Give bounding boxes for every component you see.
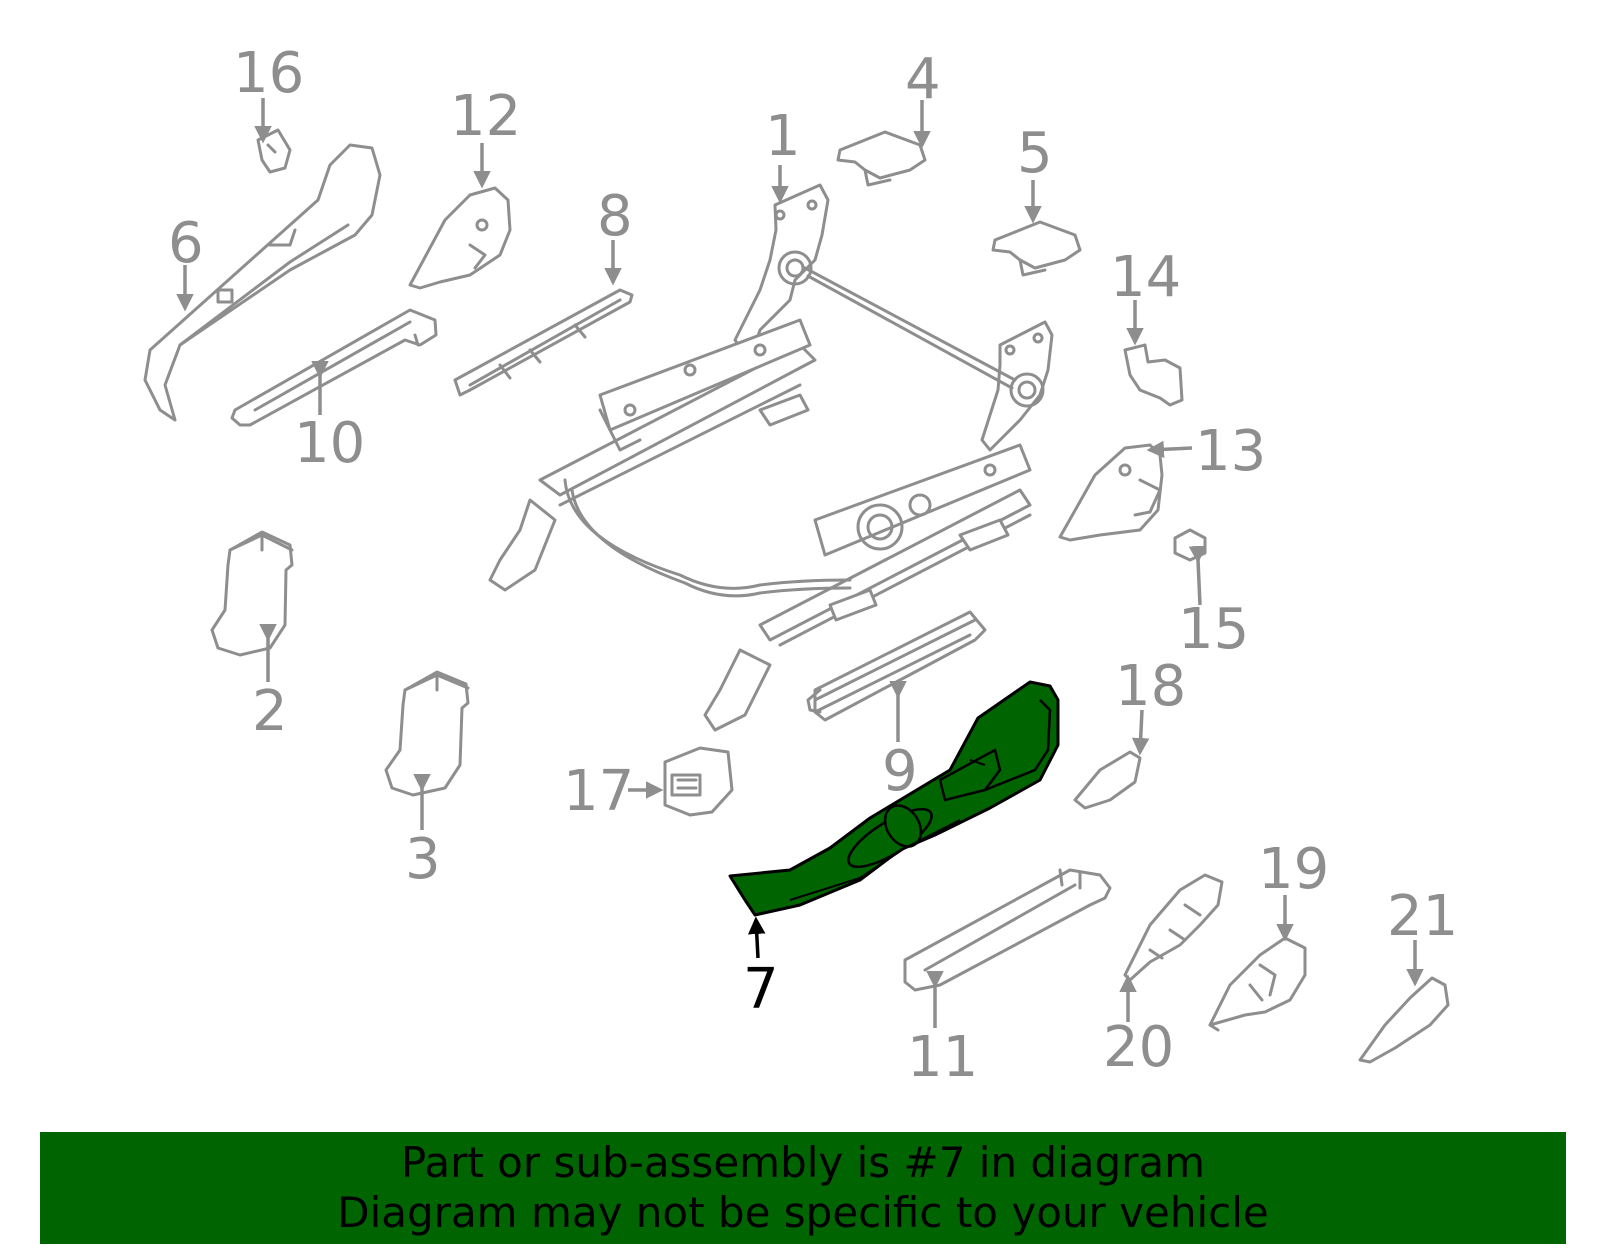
- leader-arrows: [176, 98, 1424, 1028]
- callout-21[interactable]: 21: [1387, 884, 1458, 949]
- part-13-hinge-cover: [1058, 443, 1164, 542]
- callout-15[interactable]: 15: [1178, 597, 1249, 662]
- callout-10[interactable]: 10: [294, 411, 365, 476]
- part-20-lever: [1123, 873, 1224, 982]
- part-4-bracket: [836, 130, 927, 187]
- arrow-7: [747, 916, 766, 959]
- part-3-cover: [384, 670, 470, 797]
- part-2-cover: [210, 530, 294, 657]
- callout-12[interactable]: 12: [450, 84, 521, 149]
- part-21-lever-handle: [1358, 976, 1450, 1064]
- part-10-trim-strip: [230, 308, 438, 427]
- part-19-knob-housing: [1208, 936, 1307, 1032]
- callout-8[interactable]: 8: [597, 184, 633, 249]
- callout-18[interactable]: 18: [1115, 654, 1186, 719]
- callout-labels: 1 2 3 4 5 6 7 8 9 10 11 12 13 14 15 16 1…: [168, 41, 1458, 1090]
- callout-17[interactable]: 17: [563, 759, 634, 824]
- banner-disclaimer: Diagram may not be specific to your vehi…: [337, 1188, 1269, 1237]
- part-12-hinge-cover: [408, 186, 512, 290]
- callout-2[interactable]: 2: [252, 679, 288, 744]
- part-17-switch-knob: [663, 746, 734, 817]
- part-14-clip: [1123, 343, 1184, 407]
- part-6-shield: [143, 143, 382, 422]
- callout-7-highlighted[interactable]: 7: [743, 957, 779, 1022]
- part-8-rail-cover: [453, 288, 634, 397]
- callout-16[interactable]: 16: [233, 41, 304, 106]
- part-5-bracket: [991, 220, 1082, 277]
- part-11-trim-strip: [903, 868, 1112, 992]
- part-1-seat-track-frame: [488, 183, 1054, 732]
- callout-6[interactable]: 6: [168, 211, 204, 276]
- callout-9[interactable]: 9: [882, 739, 918, 804]
- callout-3[interactable]: 3: [405, 827, 441, 892]
- callout-20[interactable]: 20: [1103, 1015, 1174, 1080]
- arrow-13: [1146, 440, 1193, 459]
- info-banner: Part or sub-assembly is #7 in diagram Di…: [40, 1132, 1566, 1244]
- arrow-15: [1188, 545, 1207, 606]
- arrow-18: [1131, 709, 1150, 756]
- info-banner-background: [40, 1132, 1566, 1244]
- callout-4[interactable]: 4: [905, 47, 941, 112]
- callout-14[interactable]: 14: [1110, 245, 1181, 310]
- part-9-rail-cover: [806, 610, 987, 722]
- callout-19[interactable]: 19: [1258, 837, 1329, 902]
- banner-part-message: Part or sub-assembly is #7 in diagram: [400, 1138, 1206, 1187]
- callout-5[interactable]: 5: [1017, 121, 1053, 186]
- callout-13[interactable]: 13: [1195, 419, 1266, 484]
- part-15-nut: [1173, 528, 1207, 562]
- part-7-inner-shield-highlighted: [728, 680, 1060, 917]
- callout-1[interactable]: 1: [765, 104, 801, 169]
- callout-11[interactable]: 11: [907, 1025, 978, 1090]
- part-18-cap: [1073, 750, 1142, 810]
